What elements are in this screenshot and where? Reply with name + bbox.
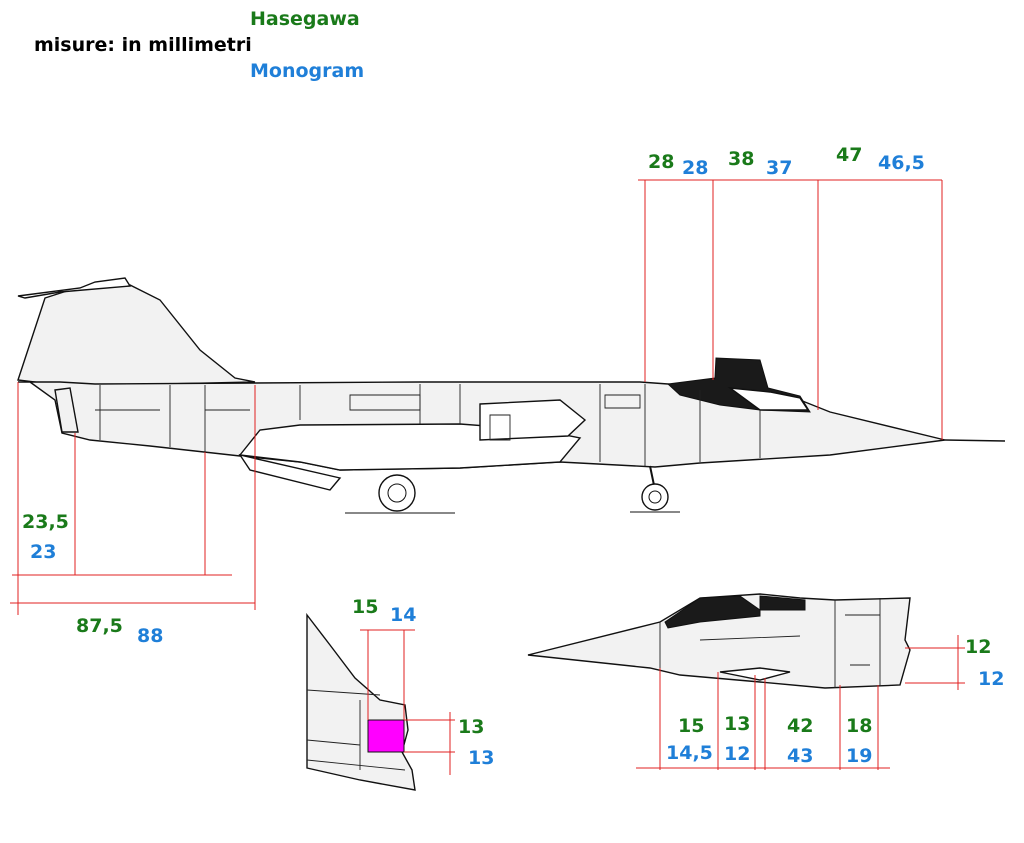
dim-tail-h: 23,5 [22, 511, 69, 533]
nose-c-h: 42 [787, 715, 813, 737]
intake-height-m: 13 [468, 747, 494, 769]
nose-c-m: 43 [787, 745, 813, 767]
nose-e-m: 12 [978, 668, 1004, 690]
legend-monogram: Monogram [250, 60, 365, 82]
intake-highlight [367, 719, 405, 753]
intake-width-h: 15 [352, 596, 378, 618]
dim-tail-m: 23 [30, 541, 56, 563]
dim-top-m1: 28 [682, 157, 708, 179]
intake-detail-view [306, 612, 455, 791]
dim-total-m: 88 [137, 625, 163, 647]
nose-d-m: 19 [846, 745, 872, 767]
side-view-dimensions [10, 179, 943, 615]
nose-section-view [527, 593, 965, 770]
dim-top-m3: 46,5 [878, 152, 925, 174]
intake-detail-labels: 15 14 13 13 [352, 596, 494, 769]
legend-hasegawa: Hasegawa [250, 8, 360, 30]
nose-b-h: 13 [724, 713, 750, 735]
nose-a-m: 14,5 [666, 742, 713, 764]
nose-d-h: 18 [846, 715, 872, 737]
side-view-labels: 28 28 38 37 47 46,5 23,5 23 87,5 88 [22, 144, 925, 647]
dim-top-h1: 28 [648, 151, 674, 173]
nose-b-m: 12 [724, 743, 750, 765]
aircraft-side-view [17, 277, 1006, 514]
intake-height-h: 13 [458, 716, 484, 738]
dim-top-h3: 47 [836, 144, 862, 166]
legend-units: misure: in millimetri [34, 34, 252, 56]
nose-e-h: 12 [965, 636, 991, 658]
nose-a-h: 15 [678, 715, 704, 737]
dim-top-m2: 37 [766, 157, 792, 179]
intake-width-m: 14 [390, 604, 416, 626]
nose-section-labels: 15 14,5 13 12 42 43 18 19 12 12 [666, 636, 1004, 767]
dim-top-h2: 38 [728, 148, 754, 170]
dim-total-h: 87,5 [76, 615, 123, 637]
